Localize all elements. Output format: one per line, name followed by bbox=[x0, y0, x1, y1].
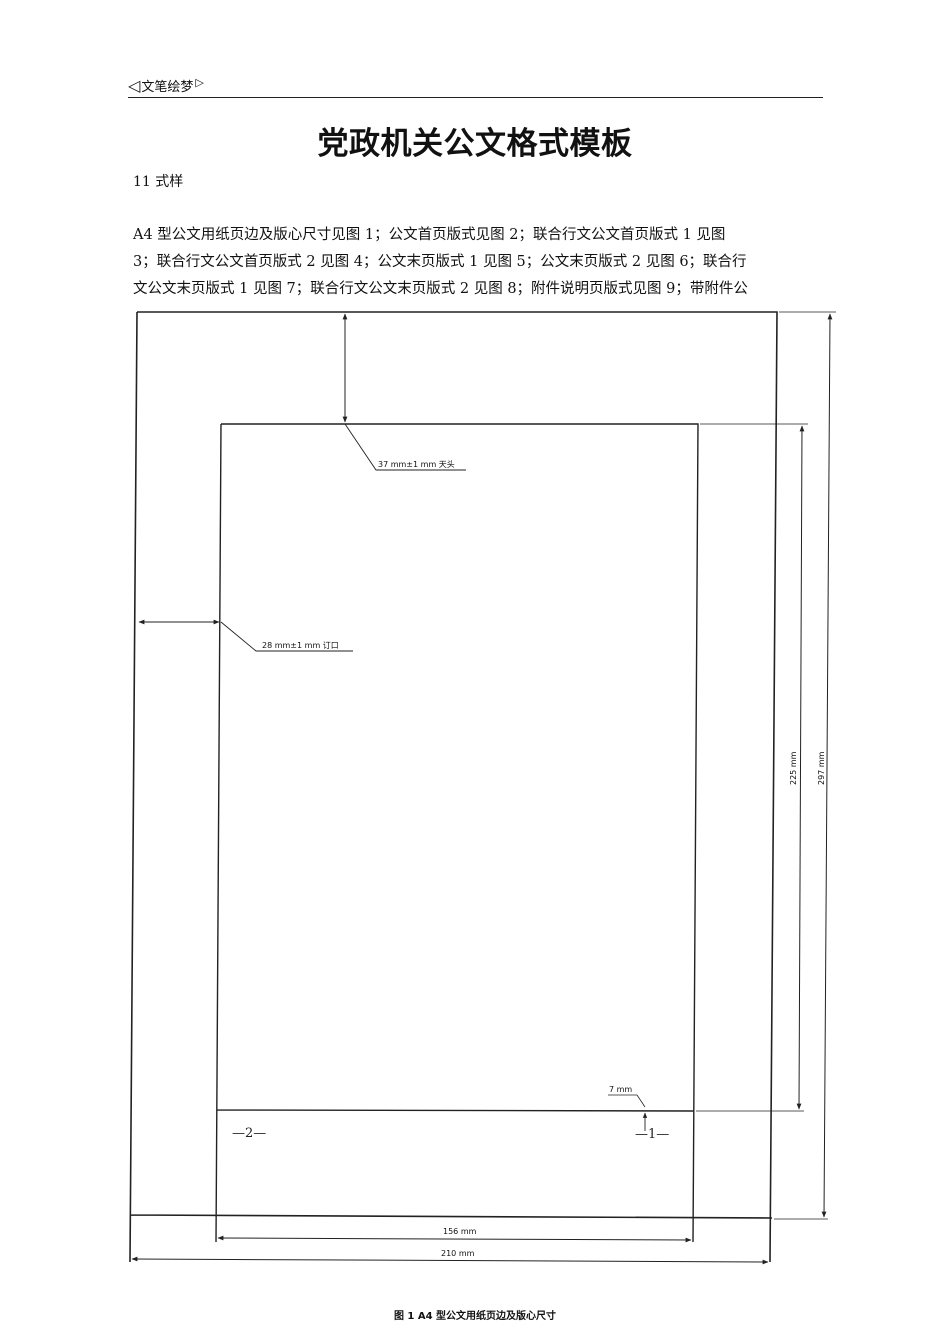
figure-caption: 图 1 A4 型公文用纸页边及版心尺寸 bbox=[393, 1311, 557, 1322]
inner-height-label: 225 mm bbox=[789, 751, 798, 785]
left-margin-leader bbox=[220, 621, 353, 652]
outer-width-arrow bbox=[131, 1256, 769, 1265]
page-number-right: —1— bbox=[635, 1127, 669, 1142]
outer-width-label: 210 mm bbox=[441, 1249, 475, 1258]
top-margin-label: 37 mm±1 mm 天头 bbox=[378, 459, 455, 469]
right-triangle-icon: ▷ bbox=[195, 76, 204, 89]
body-paragraph: A4 型公文用纸页边及版心尺寸见图 1；公文首页版式见图 2；联合行文公文首页版… bbox=[133, 222, 821, 303]
left-margin-label: 28 mm±1 mm 订口 bbox=[262, 640, 339, 650]
top-margin-leader bbox=[344, 423, 466, 471]
document-title: 党政机关公文格式模板 bbox=[317, 126, 633, 162]
header-brand: ◁ 文笔绘梦 ▷ bbox=[128, 76, 204, 95]
paragraph-line: 3；联合行文公文首页版式 2 见图 4；公文末页版式 1 见图 5；公文末页版式… bbox=[133, 254, 747, 270]
inner-block-rect bbox=[215, 423, 699, 1243]
header-divider bbox=[128, 97, 823, 98]
page-number-gap-leader bbox=[608, 1094, 646, 1108]
outer-height-label: 297 mm bbox=[817, 751, 826, 785]
inner-width-label: 156 mm bbox=[443, 1227, 477, 1236]
section-label: 11 式样 bbox=[133, 174, 184, 190]
outer-height-arrow bbox=[821, 313, 833, 1218]
paragraph-line: A4 型公文用纸页边及版心尺寸见图 1；公文首页版式见图 2；联合行文公文首页版… bbox=[133, 227, 726, 243]
inner-height-arrow bbox=[796, 425, 805, 1110]
inner-width-arrow bbox=[217, 1235, 692, 1243]
outer-page-rect bbox=[129, 311, 778, 1263]
page-number-gap-label: 7 mm bbox=[609, 1085, 632, 1094]
paragraph-line: 文公文末页版式 1 见图 7；联合行文公文末页版式 2 见图 8；附件说明页版式… bbox=[133, 281, 748, 297]
brand-text: 文笔绘梦 bbox=[141, 80, 194, 95]
page-number-left: —2— bbox=[232, 1126, 266, 1141]
left-triangle-icon: ◁ bbox=[128, 75, 141, 95]
